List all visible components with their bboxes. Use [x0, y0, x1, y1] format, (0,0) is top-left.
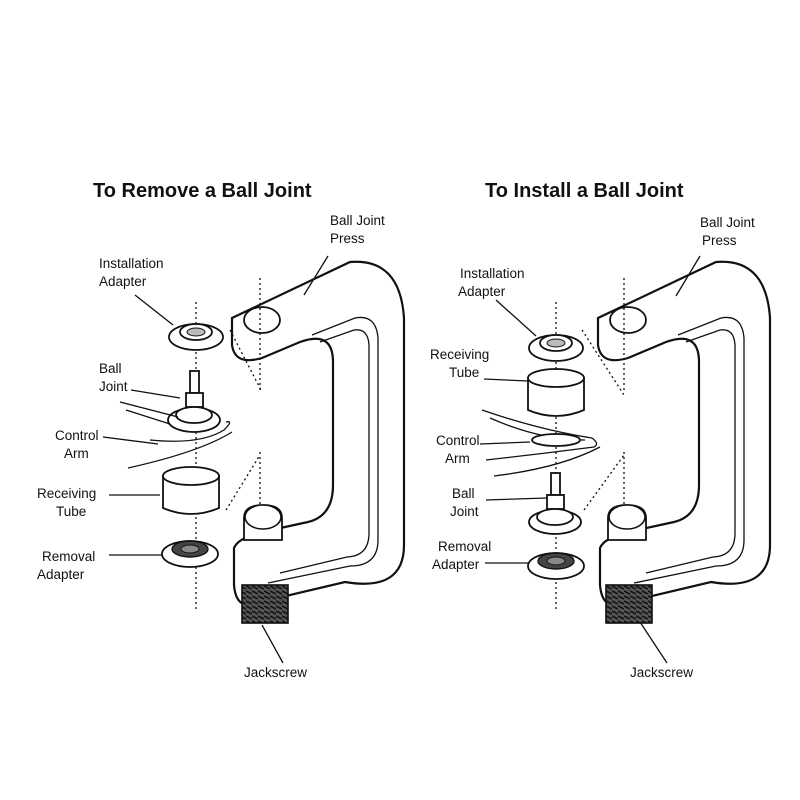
remove-installation-adapter-label-1: Installation — [99, 256, 164, 271]
remove-control-arm-label-2: Arm — [64, 446, 89, 461]
install-installation-adapter — [528, 334, 584, 362]
svg-text:Removal Adapter: Removal Adapter — [37, 549, 99, 582]
remove-receiving-tube-label-2: Tube — [56, 504, 86, 519]
remove-receiving-tube-label-1: Receiving — [37, 486, 96, 501]
remove-installation-adapter — [168, 323, 224, 351]
install-panel: To Install a Ball Joint — [430, 180, 772, 680]
install-receiving-tube-label-2: Tube — [449, 365, 479, 380]
install-press-frame — [596, 260, 772, 624]
install-installation-adapter-label-2: Adapter — [458, 284, 506, 299]
remove-title: To Remove a Ball Joint — [93, 180, 312, 202]
svg-text:Control Arm: Control Arm — [436, 433, 483, 466]
svg-text:Ball Joint: Ball Joint — [99, 361, 128, 394]
remove-removal-adapter-label-2: Adapter — [37, 567, 85, 582]
remove-control-arm — [119, 401, 233, 469]
remove-ball-joint-label-1: Ball — [99, 361, 122, 376]
remove-removal-adapter — [161, 540, 219, 568]
remove-installation-adapter-label-2: Adapter — [99, 274, 147, 289]
svg-text:Control Arm: Control Arm — [55, 428, 102, 461]
remove-press-label-1: Ball Joint — [330, 213, 385, 228]
remove-receiving-tube — [162, 466, 220, 515]
svg-text:Ball Joint Press: Ball Joint Press — [330, 213, 389, 246]
install-control-arm-label-1: Control — [436, 433, 480, 448]
svg-text:Receiving Tube: Receiving Tube — [37, 486, 100, 519]
svg-text:Removal Adapter: Removal Adapter — [432, 539, 495, 572]
remove-jackscrew-label: Jackscrew — [244, 665, 307, 680]
install-press-label-2: Press — [702, 233, 737, 248]
install-ball-joint-label-2: Joint — [450, 504, 479, 519]
remove-press-frame — [230, 260, 406, 624]
remove-ball-joint — [167, 370, 221, 433]
remove-press-label-2: Press — [330, 231, 365, 246]
install-receiving-tube-label-1: Receiving — [430, 347, 489, 362]
install-removal-adapter — [527, 552, 585, 580]
install-removal-adapter-label-2: Adapter — [432, 557, 480, 572]
svg-text:Ball Joint Press: Ball Joint Press — [700, 215, 759, 248]
install-installation-adapter-label-1: Installation — [460, 266, 525, 281]
install-ball-joint — [528, 472, 582, 535]
svg-text:Receiving Tube: Receiving Tube — [430, 347, 493, 380]
remove-panel: To Remove a Ball Joint — [37, 180, 406, 680]
install-press-label-1: Ball Joint — [700, 215, 755, 230]
remove-removal-adapter-label-1: Removal — [42, 549, 95, 564]
install-title: To Install a Ball Joint — [485, 180, 684, 202]
install-jackscrew-label: Jackscrew — [630, 665, 693, 680]
install-ball-joint-label-1: Ball — [452, 486, 475, 501]
install-control-arm-label-2: Arm — [445, 451, 470, 466]
install-removal-adapter-label-1: Removal — [438, 539, 491, 554]
svg-text:Installation Adapter: Installation Adapter — [458, 266, 528, 299]
install-control-arm — [481, 409, 601, 477]
install-receiving-tube — [527, 368, 585, 417]
svg-text:Installation Adapter: Installation Adapter — [99, 256, 167, 289]
remove-ball-joint-label-2: Joint — [99, 379, 128, 394]
remove-control-arm-label-1: Control — [55, 428, 99, 443]
svg-text:Ball Joint: Ball Joint — [450, 486, 479, 519]
